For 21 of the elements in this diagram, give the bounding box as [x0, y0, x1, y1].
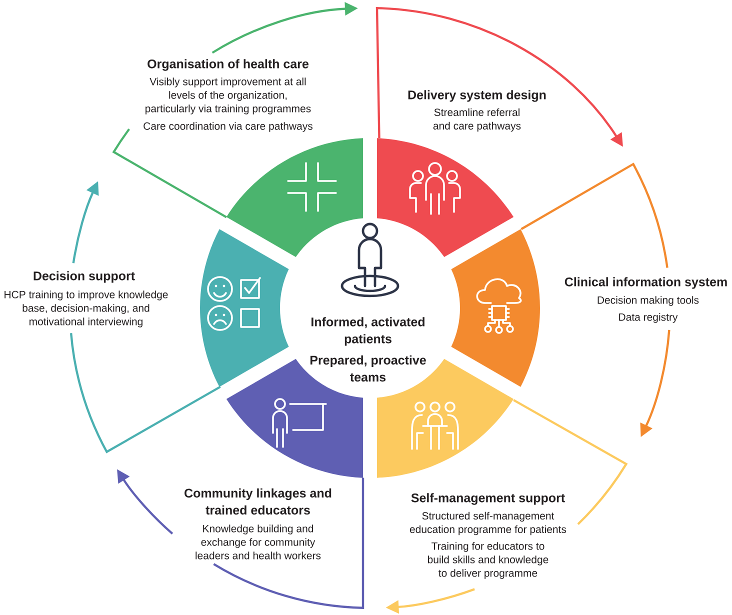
- center-text: Informed, activated patients: [312, 317, 424, 346]
- section-heading: Community linkages and trained educators: [184, 488, 332, 515]
- section-heading: Decision support: [34, 271, 135, 283]
- center-text: Prepared, proactive teams: [310, 355, 426, 382]
- ring-segment: [377, 138, 514, 258]
- description-text: Care coordination via care pathways: [144, 122, 312, 132]
- ring-segment: [451, 229, 540, 387]
- ring-segment: [200, 229, 289, 387]
- description-text: HCP training to improve knowledge base, decision-making, and motivational interviewing: [4, 290, 168, 328]
- section-heading: Self-management support: [411, 493, 565, 505]
- section-heading: Organisation of health care: [148, 59, 308, 71]
- description-text: Streamline referral and care pathways: [433, 108, 521, 132]
- description-text: Decision making tools: [598, 296, 699, 306]
- description-text: Training for educators to build skills and knowledge to deliver programme: [428, 542, 548, 579]
- description-text: Data registry: [619, 313, 678, 323]
- description-text: Structured self-management education programme for patients: [410, 512, 566, 536]
- description-text: Visibly support improvement at all levels of the organization, particularly via training programmes: [146, 78, 311, 114]
- section-heading: Clinical information system: [564, 277, 727, 289]
- section-heading: Delivery system design: [408, 90, 546, 102]
- description-text: Knowledge building and exchange for community leaders and health workers: [196, 524, 321, 560]
- ring-segment: [226, 138, 363, 258]
